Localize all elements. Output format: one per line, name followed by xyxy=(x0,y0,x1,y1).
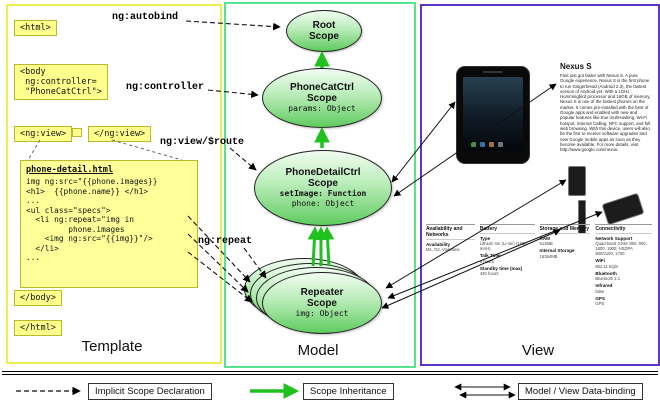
view-panel-title: View xyxy=(521,342,555,359)
legend-databinding-label: Model / View Data-binding xyxy=(518,383,643,400)
spec-value: 16384MB xyxy=(539,253,558,259)
phonecatctrl-params-prop: params: Object xyxy=(288,104,356,113)
phonecatctrl-scope-name: PhoneCatCtrl Scope xyxy=(290,82,354,104)
spec-title: Storage and Memory xyxy=(539,226,591,234)
phonedetailctrl-phone-prop: phone: Object xyxy=(291,199,355,208)
phone-speaker xyxy=(483,71,503,73)
spec-value: M1, O2, Vodafone xyxy=(426,247,460,253)
ngview-open-box: <ng:view> xyxy=(14,126,73,142)
ng-view-route-label: ng:view/$route xyxy=(160,137,245,148)
phonedetailctrl-setimage-prop: setImage: Function xyxy=(279,189,367,198)
view-panel xyxy=(420,4,660,366)
product-title: Nexus S xyxy=(560,62,592,71)
phone-thumbnail-front xyxy=(568,166,586,196)
phone-screen xyxy=(463,77,523,151)
legend-divider-top xyxy=(2,371,658,372)
phone-app-icons xyxy=(471,142,503,147)
spec-value: false xyxy=(595,288,605,294)
html-open-tag-box: <html> xyxy=(14,20,57,36)
spec-title: Connectivity xyxy=(595,225,652,234)
spec-title: Battery xyxy=(479,225,535,234)
ngview-placeholder-box xyxy=(72,128,82,137)
spec-value: 802.11 b/g/n xyxy=(595,263,619,269)
spec-column-connectivity: Connectivity Network Support Quad-band G… xyxy=(595,224,652,306)
repeater-img-prop: img: Object xyxy=(295,309,349,318)
body-close-tag-box: </body> xyxy=(14,290,62,306)
spec-column-availability: Availability and Networks Availability M… xyxy=(426,224,475,306)
repeater-scope-name: Repeater Scope xyxy=(300,287,344,309)
ngview-close-box: </ng:view> xyxy=(88,126,152,142)
spec-value: Bluetooth 2.1 xyxy=(595,276,621,282)
phonedetailctrl-scope-name: PhoneDetailCtrl Scope xyxy=(285,167,361,189)
spec-value: 512MB xyxy=(539,241,553,247)
spec-table: Availability and Networks Availability M… xyxy=(426,224,652,306)
body-controller-box: <body ng:controller= "PhoneCatCtrl"> xyxy=(14,64,108,100)
root-scope-ellipse: Root Scope xyxy=(286,10,362,52)
spec-value: Lithium Ion (Li-Ion) (1500 mAH) xyxy=(479,241,527,252)
spec-column-battery: Battery Type Lithium Ion (Li-Ion) (1500 … xyxy=(479,224,535,306)
ng-controller-label: ng:controller xyxy=(126,82,205,93)
code-filename: phone-detail.html xyxy=(26,165,113,175)
repeater-scope-ellipse: Repeater Scope img: Object xyxy=(262,272,382,334)
spec-title: Availability and Networks xyxy=(426,225,475,240)
product-description: Fast just got faster with Nexus S. A pur… xyxy=(560,73,651,153)
spec-value: 6 hours xyxy=(479,258,494,264)
spec-column-storage: Storage and Memory RAM 512MB Internal St… xyxy=(539,224,591,306)
spec-value: GPS xyxy=(595,301,605,307)
model-panel-title: Model xyxy=(297,342,339,359)
legend-implicit-label: Implicit Scope Declaration xyxy=(88,383,212,400)
template-panel-title: Template xyxy=(81,338,143,355)
ng-autobind-label: ng:autobind xyxy=(112,12,179,23)
phonecatctrl-scope-ellipse: PhoneCatCtrl Scope params: Object xyxy=(262,68,382,128)
spec-label: Network Support xyxy=(595,236,633,241)
spec-value: 430 hours xyxy=(479,271,499,277)
code-source: img ng:src="{{phone.images}} <h1> {{phon… xyxy=(26,177,158,262)
spec-label: Bluetooth xyxy=(595,270,617,276)
spec-value: Quad-band GSM: 850, 900, 1800, 1900; HSD… xyxy=(595,241,647,257)
nexus-phone-image xyxy=(456,66,530,164)
legend-divider-bottom xyxy=(2,374,658,375)
phonedetailctrl-scope-ellipse: PhoneDetailCtrl Scope setImage: Function… xyxy=(254,150,392,226)
legend-inheritance-label: Scope Inheritance xyxy=(303,383,394,400)
phone-detail-code-box: phone-detail.html img ng:src="{{phone.im… xyxy=(20,160,198,288)
spec-label: Infrared xyxy=(595,283,613,289)
root-scope-name: Root Scope xyxy=(308,20,339,42)
ng-repeat-label: ng:repeat xyxy=(198,236,253,247)
html-close-tag-box: </html> xyxy=(14,320,62,336)
